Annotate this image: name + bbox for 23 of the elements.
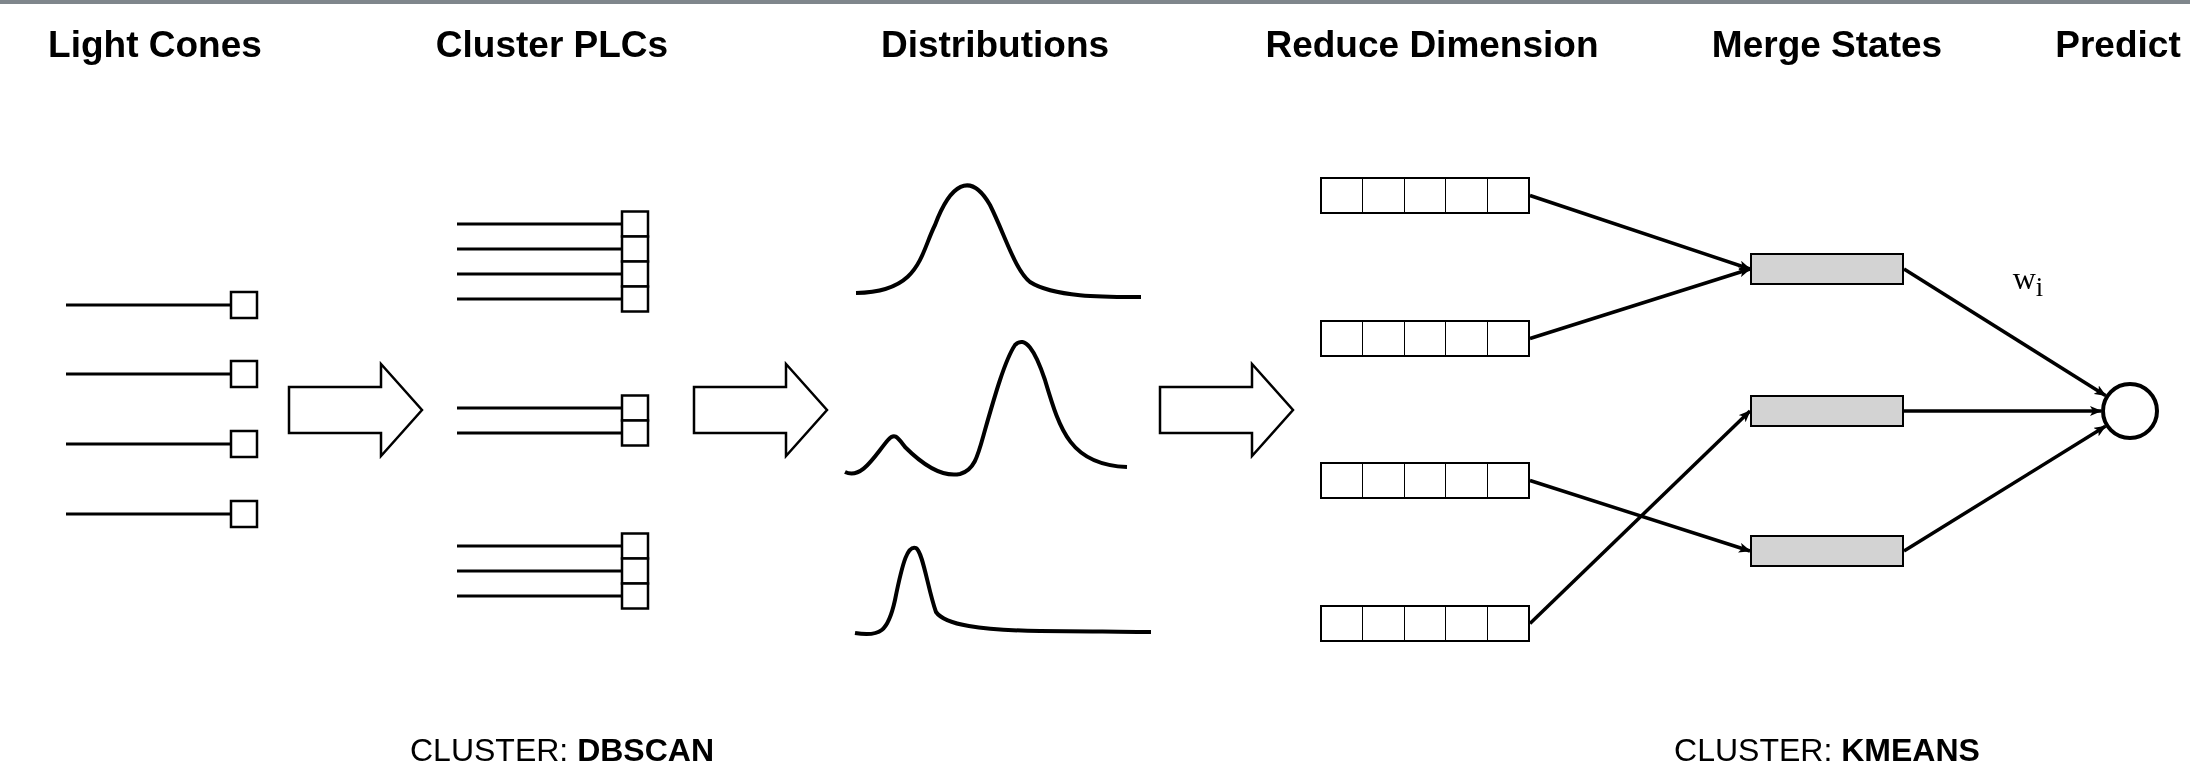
arrow (1903, 267, 2107, 398)
stage-heading: Reduce Dimension (1265, 24, 1599, 66)
vector-box (1320, 462, 1530, 499)
arrow (1529, 193, 1751, 271)
cluster-method-label: CLUSTER: KMEANS (1674, 732, 1980, 769)
arrow (1529, 267, 1751, 341)
vector-box (1320, 320, 1530, 357)
state-bar (1750, 253, 1904, 285)
stage-heading: Merge States (1711, 24, 1943, 66)
arrow (1529, 478, 1751, 553)
stage-heading: Distributions (880, 24, 1110, 66)
stage-heading: Cluster PLCs (435, 24, 669, 66)
state-bar (1750, 395, 1904, 427)
vector-box (1320, 177, 1530, 214)
cluster-method-label: CLUSTER: DBSCAN (410, 732, 714, 769)
stage-heading: Light Cones (48, 24, 262, 66)
edge-label: w$_{i}$ (2012, 260, 2044, 304)
stage-heading: Predict (2055, 24, 2181, 66)
arrow (1904, 406, 2102, 416)
output-circle (2101, 382, 2159, 440)
arrow (1903, 424, 2107, 553)
vector-box (1320, 605, 1530, 642)
state-bar (1750, 535, 1904, 567)
